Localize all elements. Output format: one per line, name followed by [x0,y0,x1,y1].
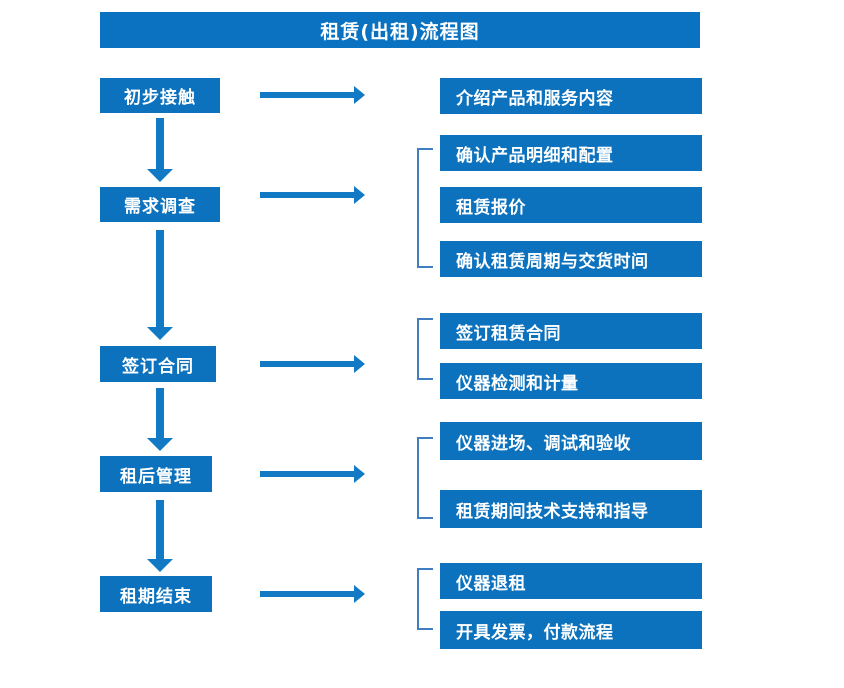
link-arrow-right-1 [260,86,365,104]
link-arrow-right-4 [260,465,365,483]
stage-node-3[interactable]: 签订合同 [100,346,216,382]
detail-node-2[interactable]: 确认产品明细和配置 [440,135,702,171]
flow-arrow-down-4 [147,500,173,572]
detail-node-7[interactable]: 仪器进场、调试和验收 [440,422,702,460]
stage-node-1[interactable]: 初步接触 [100,78,220,113]
stage-node-2[interactable]: 需求调查 [100,187,220,222]
group-bracket-3 [417,437,433,519]
group-bracket-2 [417,318,433,380]
link-arrow-right-3 [260,355,365,373]
link-arrow-right-2 [260,186,365,204]
detail-node-5[interactable]: 签订租赁合同 [440,313,702,349]
group-bracket-1 [417,148,433,268]
flow-arrow-down-3 [147,388,173,451]
page-title: 租赁(出租)流程图 [100,12,700,48]
stage-node-4[interactable]: 租后管理 [100,456,212,492]
link-arrow-right-5 [260,585,365,603]
group-bracket-4 [417,568,433,630]
flow-arrow-down-1 [147,118,173,182]
detail-node-1[interactable]: 介绍产品和服务内容 [440,78,702,114]
detail-node-4[interactable]: 确认租赁周期与交货时间 [440,241,702,277]
detail-node-3[interactable]: 租赁报价 [440,187,702,223]
detail-node-10[interactable]: 开具发票，付款流程 [440,611,702,649]
flow-arrow-down-2 [147,230,173,340]
stage-node-5[interactable]: 租期结束 [100,576,212,612]
detail-node-8[interactable]: 租赁期间技术支持和指导 [440,490,702,528]
detail-node-9[interactable]: 仪器退租 [440,563,702,599]
detail-node-6[interactable]: 仪器检测和计量 [440,363,702,399]
